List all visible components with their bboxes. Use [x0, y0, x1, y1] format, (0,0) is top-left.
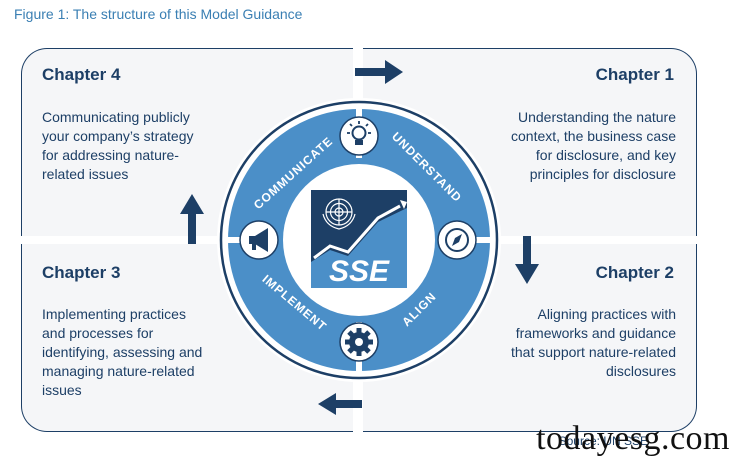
chapter-4-body: Communicating publicly your company’s st… — [42, 109, 194, 182]
watermark: todayesg.com — [536, 420, 730, 457]
arrow-up — [180, 194, 204, 244]
arrow-down — [515, 236, 539, 284]
chapter-4-title: Chapter 4 — [42, 65, 121, 84]
compass-icon — [437, 220, 477, 260]
arrow-left — [318, 393, 362, 415]
sse-logo: SSE — [311, 190, 407, 288]
megaphone-icon — [239, 220, 279, 260]
figure-caption: Figure 1: The structure of this Model Gu… — [14, 6, 303, 22]
chapter-1-title: Chapter 1 — [595, 65, 674, 84]
chapter-1-body: Understanding the nature context, the bu… — [511, 109, 676, 182]
chapter-2-title: Chapter 2 — [595, 263, 674, 282]
sse-logo-text: SSE — [329, 255, 390, 288]
un-emblem-icon — [322, 198, 356, 230]
chapter-3-body: Implementing practices and processes for… — [42, 306, 203, 398]
chapter-3-title: Chapter 3 — [42, 263, 121, 282]
ring-outer-line — [219, 100, 499, 380]
lightbulb-icon — [339, 116, 379, 156]
chapter-2-body: Aligning practices with frameworks and g… — [511, 306, 676, 379]
cycle-arrows — [180, 60, 539, 415]
gear-icon — [339, 322, 379, 362]
arrow-right — [355, 60, 403, 84]
source-note: Source: UN SSE — [558, 434, 648, 448]
